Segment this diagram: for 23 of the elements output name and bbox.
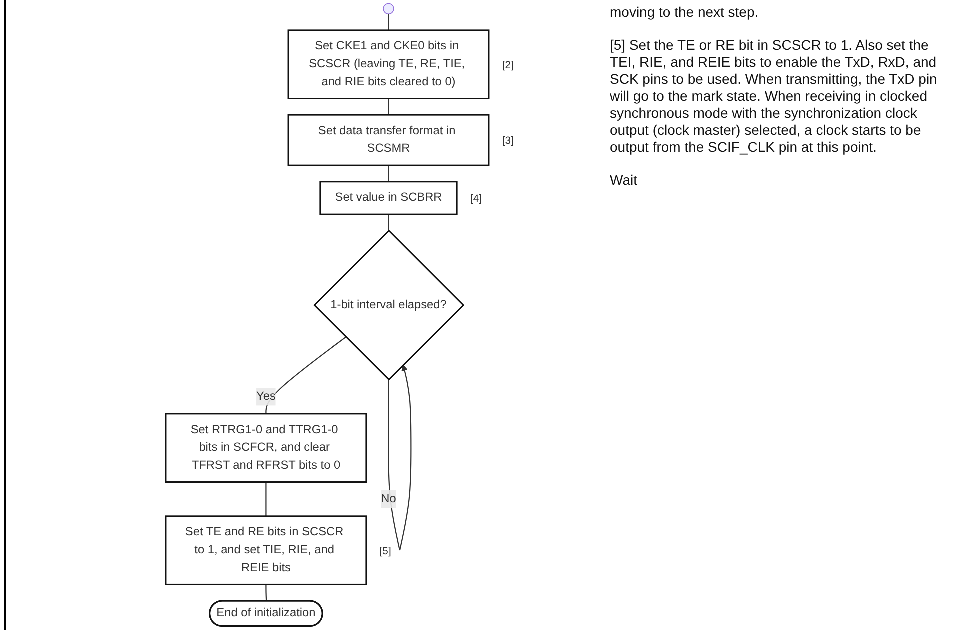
connector xyxy=(266,584,268,602)
arrow xyxy=(388,364,412,551)
node-box: Set data transfer format in SCSMR xyxy=(288,114,490,166)
connector xyxy=(388,214,390,231)
node-diamond: 1-bit interval elapsed? xyxy=(314,230,465,381)
edge-label: Yes xyxy=(256,390,276,403)
node-box: Set TE and RE bits in SCSCR to 1, and set TIE, RIE, and REIE bits xyxy=(165,516,368,586)
edge-label: No xyxy=(381,492,396,506)
step-number: [4] xyxy=(470,194,482,205)
note-text: [5] Set the TE or RE bit in SCSCR to 1. Also set the TEI, RIE, and REIE bits to enable the TxD, RxD, and SCK pins to be used. When transmitting, the TxD pin will go to the mark state. When receiving in clocked synchronous mode with the synchronization clock output (clock master) selected, a clock starts to be output from the SCIF_CLK pin at this point. xyxy=(610,37,938,156)
note-text: Wait xyxy=(610,172,638,189)
connector xyxy=(388,166,390,182)
connector xyxy=(388,98,390,116)
node-box: Set value in SCBRR xyxy=(320,181,458,216)
connector xyxy=(388,14,390,30)
step-number: [3] xyxy=(502,136,514,148)
step-number: [5] xyxy=(380,546,392,558)
connector xyxy=(266,482,267,516)
note-text: moving to the next step. xyxy=(610,4,760,21)
node-box: Set RTRG1-0 and TTRG1-0 bits in SCFCR, and clear TFRST and RFRST bits to 0 xyxy=(165,413,368,483)
connector xyxy=(266,336,346,414)
node-box: Set CKE1 and CKE0 bits in SCSCR (leaving TE, RE, TIE, and RIE bits cleared to 0) xyxy=(288,30,490,100)
step-number: [2] xyxy=(502,60,514,72)
